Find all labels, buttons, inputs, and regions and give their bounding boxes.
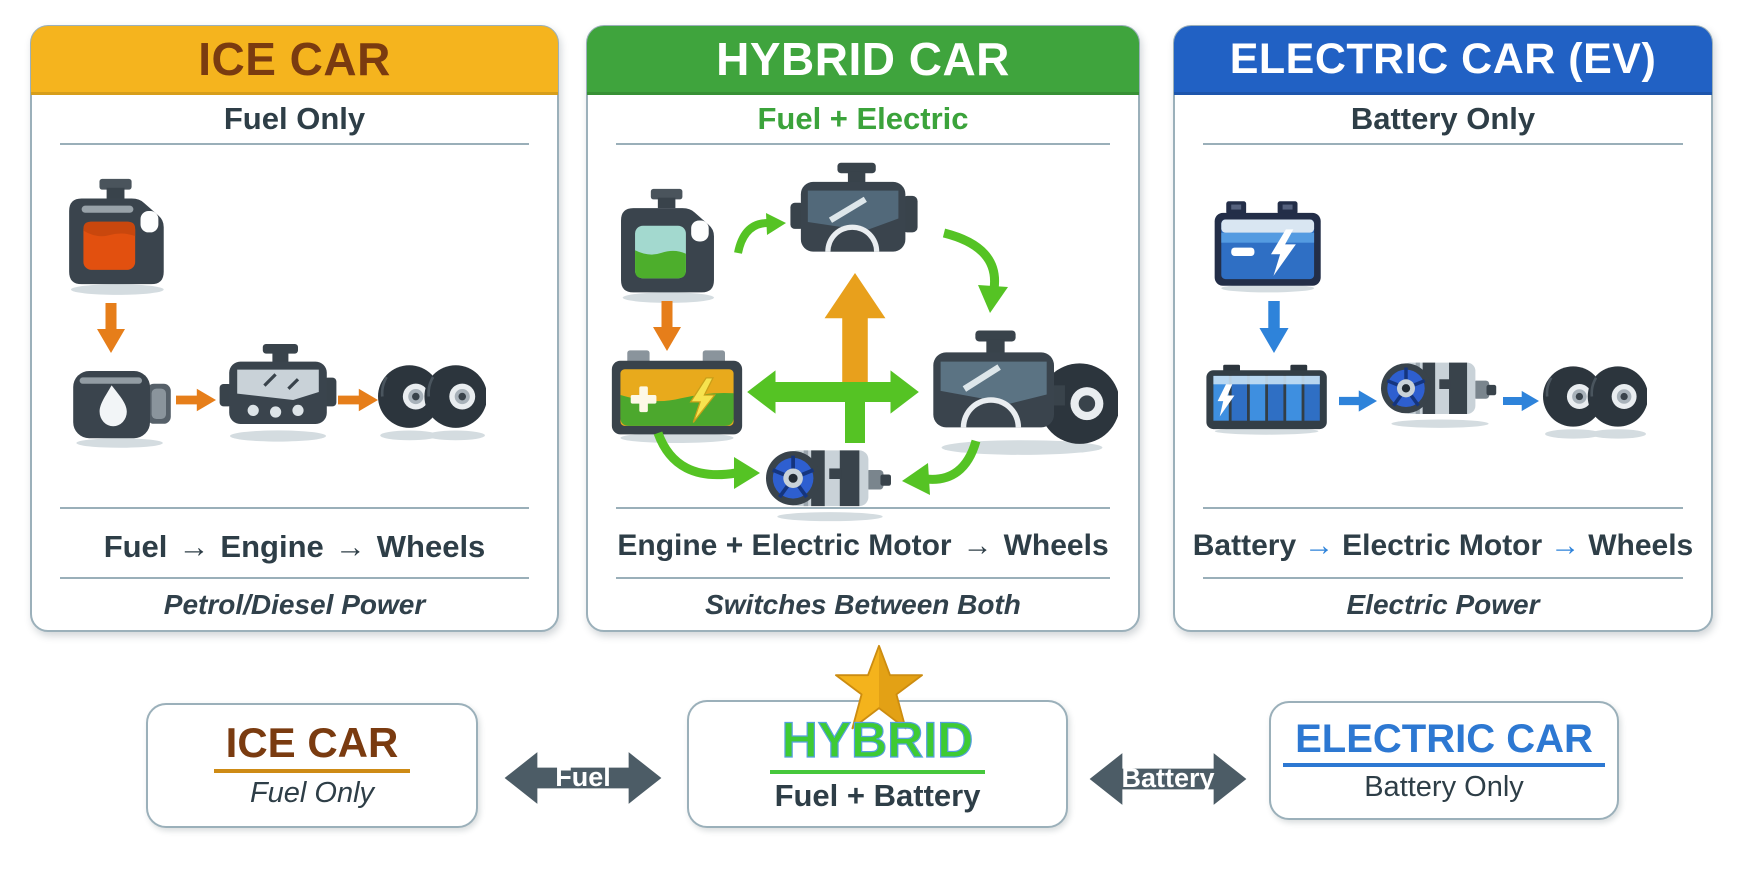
divider	[1203, 143, 1683, 145]
down-arrow-icon	[90, 303, 132, 353]
flow-arrow: →	[178, 529, 210, 564]
flow-part: Battery	[1192, 529, 1297, 562]
divider	[1203, 507, 1683, 509]
flow-part: Engine + Electric Motor	[617, 529, 952, 562]
engine-wheel-icon	[926, 323, 1118, 455]
fuel-connector: Fuel	[490, 747, 676, 809]
connector-label: Battery	[1121, 762, 1215, 793]
electric-summary-subtitle: Battery Only	[1364, 770, 1524, 803]
flow-arrow: →	[1550, 529, 1581, 562]
curved-arrow-icon	[942, 228, 1008, 313]
engine-icon	[218, 341, 338, 443]
divider	[616, 507, 1110, 509]
hybrid-flow-text: Engine + Electric Motor → Wheels	[588, 529, 1138, 563]
flow-part: Fuel	[103, 529, 168, 564]
electric-motor-icon	[1381, 345, 1499, 433]
ice-panel-header: ICE CAR	[31, 26, 558, 95]
hybrid-summary-title: HYBRID	[769, 714, 986, 774]
flow-arrow: →	[962, 529, 993, 562]
curved-arrow-icon	[653, 431, 760, 489]
divider	[60, 507, 529, 509]
curved-arrow-icon	[902, 439, 981, 495]
down-arrow-icon	[1253, 301, 1295, 353]
battery-connector: Battery	[1076, 748, 1260, 810]
flow-part: Engine	[220, 529, 324, 564]
fuel-pump-icon	[70, 357, 174, 449]
hybrid-panel-header: HYBRID CAR	[587, 26, 1139, 95]
electric-summary-title: ELECTRIC CAR	[1283, 718, 1605, 767]
flow-part: Wheels	[1588, 529, 1694, 562]
hybrid-summary-box: HYBRID Fuel + Battery	[687, 700, 1068, 828]
divider	[616, 143, 1110, 145]
divider	[60, 143, 529, 145]
electric-motor-icon	[766, 435, 894, 523]
ice-panel: ICE CAR Fuel Only Fuel → Engine → Wheels Pet…	[30, 25, 559, 632]
flow-part: Wheels	[376, 529, 486, 564]
hybrid-panel-title: HYBRID CAR	[716, 33, 1010, 85]
divider	[1203, 577, 1683, 579]
flow-arrow: →	[334, 529, 366, 564]
hybrid-panel-subtitle: Fuel + Electric	[757, 101, 969, 136]
electric-summary-box: ELECTRIC CAR Battery Only	[1269, 701, 1619, 820]
divider	[616, 577, 1110, 579]
fuel-can-icon	[62, 173, 178, 299]
battery-pack-icon	[1205, 361, 1331, 437]
ev-panel-subtitle: Battery Only	[1350, 101, 1536, 136]
ice-summary-box: ICE CAR Fuel Only	[146, 703, 478, 828]
hybrid-panel: HYBRID CAR Fuel + Electric	[586, 25, 1140, 632]
flow-part: Wheels	[1003, 529, 1109, 562]
right-arrow-icon	[176, 383, 216, 417]
fuel-can-icon	[614, 185, 728, 305]
ev-panel-header: ELECTRIC CAR (EV)	[1174, 26, 1712, 95]
flow-arrow: →	[1304, 529, 1335, 562]
hybrid-caption: Switches Between Both	[705, 589, 1021, 620]
ev-caption: Electric Power	[1346, 589, 1540, 620]
hybrid-summary-subtitle: Fuel + Battery	[774, 777, 981, 813]
double-arrow-icon	[738, 367, 928, 417]
ev-flow-text: Battery→Electric Motor→Wheels	[1175, 529, 1711, 563]
wheels-icon	[1543, 349, 1647, 443]
ev-panel-title: ELECTRIC CAR (EV)	[1229, 34, 1657, 83]
ice-caption: Petrol/Diesel Power	[163, 589, 426, 620]
down-arrow-icon	[646, 301, 688, 351]
ice-summary-subtitle: Fuel Only	[249, 776, 375, 809]
curved-arrow-icon	[734, 213, 786, 254]
ice-flow-text: Fuel → Engine → Wheels	[32, 529, 557, 565]
connector-label: Fuel	[555, 761, 611, 792]
down-stub-icon	[845, 401, 865, 443]
car-battery-icon	[1213, 197, 1329, 295]
right-arrow-icon	[1503, 385, 1539, 417]
ice-panel-subtitle: Fuel Only	[223, 101, 366, 136]
wheels-icon	[378, 347, 486, 445]
flow-part: Electric Motor	[1342, 529, 1543, 562]
right-arrow-icon	[338, 383, 378, 417]
ev-panel: ELECTRIC CAR (EV) Battery Only Battery→E…	[1173, 25, 1713, 632]
ice-panel-title: ICE CAR	[198, 33, 391, 85]
ice-summary-title: ICE CAR	[213, 721, 411, 773]
engine-icon	[784, 161, 924, 269]
divider	[60, 577, 529, 579]
right-arrow-icon	[1339, 385, 1377, 417]
